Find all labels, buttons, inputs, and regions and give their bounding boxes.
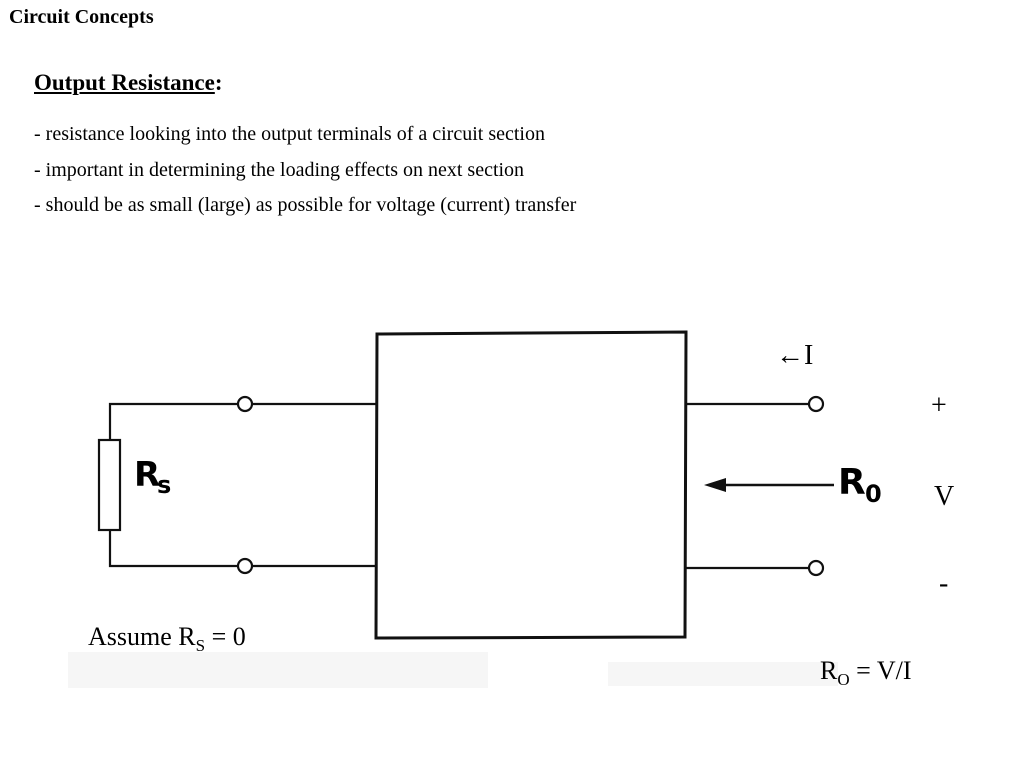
output-resistance-subscript: 0 <box>865 480 882 508</box>
output-terminal-bottom <box>807 559 825 577</box>
input-terminal-top <box>236 395 254 413</box>
slide-header-title: Circuit Concepts <box>9 6 154 28</box>
source-resistor-label: R <box>134 455 160 495</box>
scan-background-band <box>608 662 838 686</box>
input-terminal-bottom <box>236 557 254 575</box>
section-heading: Output Resistance: <box>34 70 222 96</box>
section-heading-text: Output Resistance <box>34 70 215 95</box>
assumption-subscript: S <box>195 636 206 655</box>
minus-label: - <box>939 568 948 599</box>
bullet-item: - important in determining the loading e… <box>34 158 525 181</box>
plus-label: + <box>931 390 947 421</box>
output-terminal-top <box>807 395 825 413</box>
assumption-text: Assume RS = 0 <box>88 622 246 655</box>
source-resistor <box>97 438 122 532</box>
source-resistor-subscript: s <box>157 471 171 499</box>
scan-background-band <box>68 652 488 688</box>
source-bottom-wire <box>108 530 237 568</box>
current-label: ←I <box>776 340 813 371</box>
output-resistance-label: R <box>838 462 866 503</box>
output-resistance-formula: RO = V/I <box>820 656 912 689</box>
section-heading-colon: : <box>214 70 223 95</box>
voltage-label: V <box>934 481 954 512</box>
bullet-item: - resistance looking into the output ter… <box>34 123 545 145</box>
output-resistance-arrow-head <box>704 478 726 492</box>
bullet-list: - resistance looking into the output ter… <box>34 117 576 224</box>
two-port-block <box>374 330 688 640</box>
formula-subscript: O <box>837 670 850 689</box>
bullet-item: - should be as small (large) as possible… <box>34 194 577 216</box>
source-top-wire <box>108 402 237 440</box>
